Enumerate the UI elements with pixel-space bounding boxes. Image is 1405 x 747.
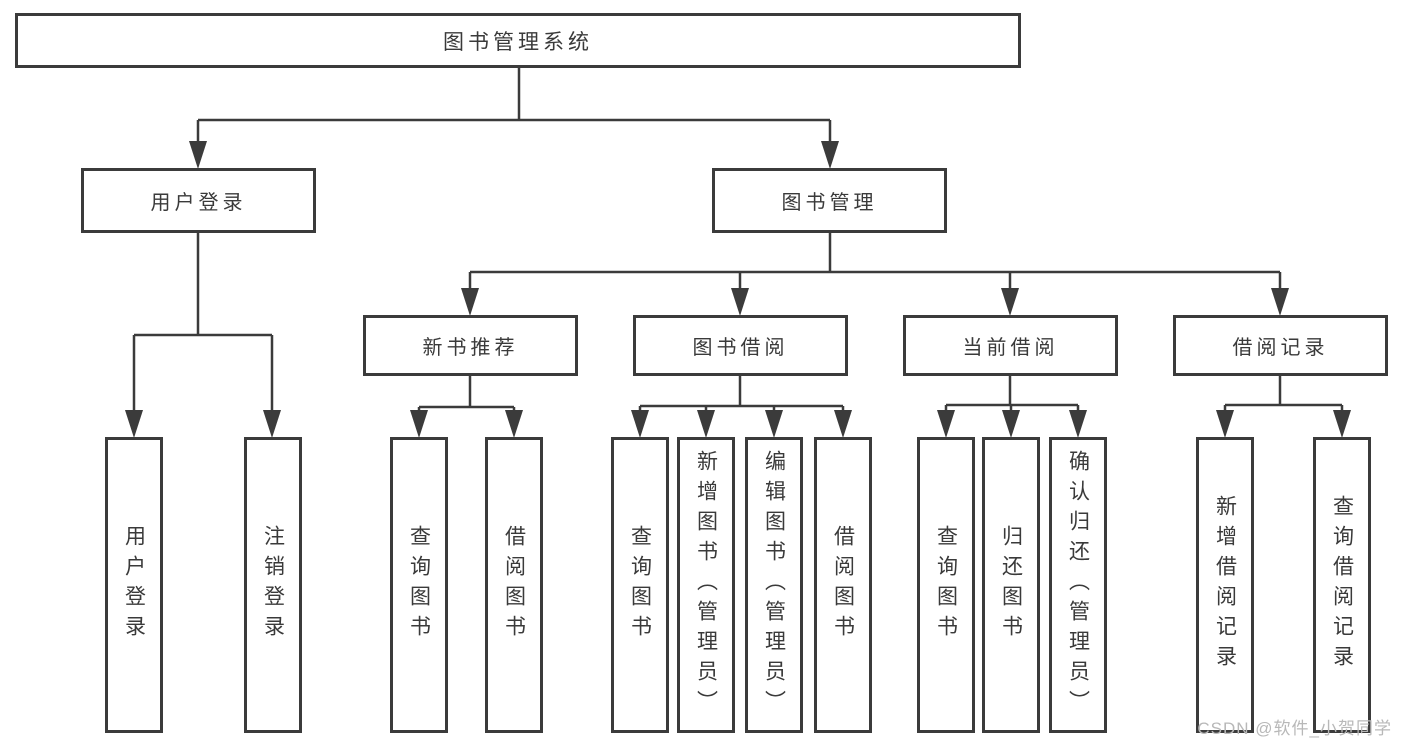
leaf-add-books-admin: 新增图书（管理员） xyxy=(677,437,735,733)
leaf-return-books: 归还图书 xyxy=(982,437,1040,733)
node-book-management: 图书管理 xyxy=(712,168,947,233)
leaf-logout-login: 注销登录 xyxy=(244,437,302,733)
leaf-query-books-borrowing: 查询图书 xyxy=(611,437,669,733)
node-user-login: 用户登录 xyxy=(81,168,316,233)
leaf-user-login: 用户登录 xyxy=(105,437,163,733)
node-current-borrowing: 当前借阅 xyxy=(903,315,1118,376)
arrowheads xyxy=(125,141,1351,438)
leaf-edit-books-admin: 编辑图书（管理员） xyxy=(745,437,803,733)
leaf-query-books-recommend: 查询图书 xyxy=(390,437,448,733)
leaf-query-books-current: 查询图书 xyxy=(917,437,975,733)
node-root: 图书管理系统 xyxy=(15,13,1021,68)
watermark-text: CSDN @软件_小贺同学 xyxy=(1197,719,1392,738)
leaf-add-borrow-record: 新增借阅记录 xyxy=(1196,437,1254,733)
node-book-borrowing: 图书借阅 xyxy=(633,315,848,376)
leaf-borrow-books-borrowing: 借阅图书 xyxy=(814,437,872,733)
node-borrowing-records: 借阅记录 xyxy=(1173,315,1388,376)
node-new-book-recommend: 新书推荐 xyxy=(363,315,578,376)
leaf-confirm-return-admin: 确认归还（管理员） xyxy=(1049,437,1107,733)
leaf-query-borrow-record: 查询借阅记录 xyxy=(1313,437,1371,733)
leaf-borrow-books-recommend: 借阅图书 xyxy=(485,437,543,733)
